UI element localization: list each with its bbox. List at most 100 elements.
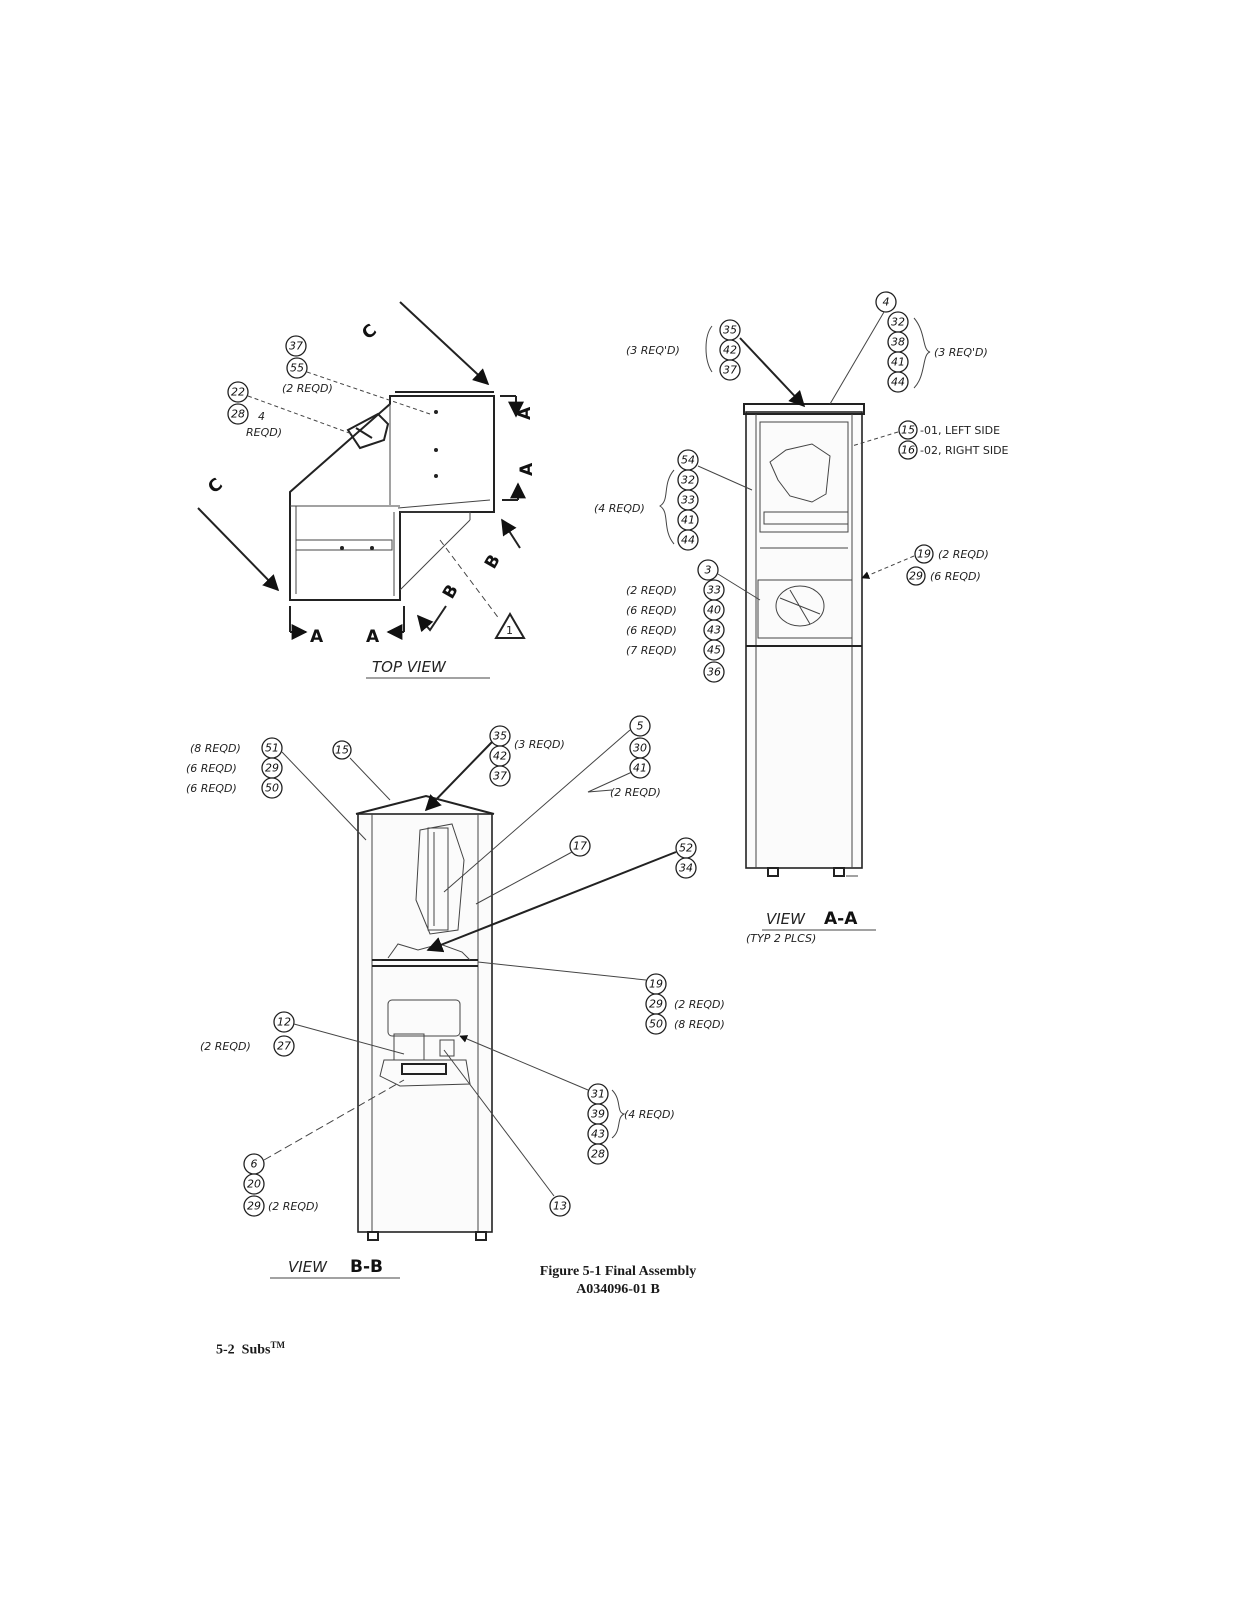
svg-text:51: 51 bbox=[265, 742, 279, 755]
note-text: (2 REQD) bbox=[268, 1200, 319, 1213]
balloon: 28 bbox=[587, 1143, 609, 1165]
top-view-bracket bbox=[346, 412, 390, 450]
note-text: (2 REQD) bbox=[674, 998, 725, 1011]
svg-text:36: 36 bbox=[707, 666, 721, 679]
balloon: 12 bbox=[273, 1011, 295, 1033]
note-text: (6 REQD) bbox=[626, 604, 677, 617]
note-text: (7 REQD) bbox=[626, 644, 677, 657]
aa-view-subtitle: (TYP 2 PLCS) bbox=[746, 932, 816, 945]
svg-text:15: 15 bbox=[901, 424, 915, 437]
balloon: 22 bbox=[227, 381, 249, 403]
svg-text:35: 35 bbox=[493, 730, 507, 743]
note-text: (4 REQD) bbox=[594, 502, 645, 515]
top-view-title: TOP VIEW bbox=[372, 658, 447, 676]
balloon: 54 bbox=[677, 449, 699, 471]
svg-text:13: 13 bbox=[553, 1200, 567, 1213]
balloon: 35 bbox=[719, 319, 741, 341]
aa-view-letters: A-A bbox=[824, 909, 858, 929]
balloon: 32 bbox=[887, 311, 909, 333]
balloon: 52 bbox=[675, 837, 697, 859]
note-text: (2 REQD) bbox=[610, 786, 661, 799]
svg-text:55: 55 bbox=[290, 362, 304, 375]
note-text: (3 REQ'D) bbox=[626, 344, 680, 357]
svg-text:33: 33 bbox=[707, 584, 721, 597]
balloon: 19 bbox=[914, 544, 934, 564]
section-mark-a-3: A bbox=[310, 627, 324, 647]
svg-text:37: 37 bbox=[723, 364, 737, 377]
svg-text:22: 22 bbox=[231, 386, 245, 399]
bb-cabinet-top bbox=[355, 794, 495, 815]
top-view-cabinet-outline bbox=[289, 395, 495, 601]
svg-text:38: 38 bbox=[891, 336, 905, 349]
balloon: 19 bbox=[645, 973, 667, 995]
svg-text:5: 5 bbox=[637, 720, 644, 733]
svg-text:17: 17 bbox=[573, 840, 587, 853]
bb-view-title: VIEW bbox=[288, 1258, 328, 1276]
balloon: 5 bbox=[629, 715, 651, 737]
product-name: Subs bbox=[241, 1342, 271, 1358]
balloon: 31 bbox=[587, 1083, 609, 1105]
balloon: 3 bbox=[697, 559, 719, 581]
svg-text:4: 4 bbox=[883, 296, 890, 309]
balloon: 55 bbox=[286, 357, 308, 379]
svg-text:41: 41 bbox=[633, 762, 647, 775]
balloon: 29 bbox=[243, 1195, 265, 1217]
side-note-left: -01, LEFT SIDE bbox=[920, 424, 1000, 437]
figure-title: Figure 5-1 Final Assembly bbox=[539, 1264, 697, 1279]
aa-cabinet bbox=[745, 411, 863, 869]
balloon: 42 bbox=[489, 745, 511, 767]
svg-text:40: 40 bbox=[707, 604, 721, 617]
balloon: 28 bbox=[227, 403, 249, 425]
balloon: 30 bbox=[629, 737, 651, 759]
svg-text:45: 45 bbox=[707, 644, 721, 657]
balloon: 41 bbox=[677, 509, 699, 531]
svg-text:20: 20 bbox=[247, 1178, 261, 1191]
balloon: 16 bbox=[898, 440, 918, 460]
figure-number: A034096-01 B bbox=[576, 1282, 660, 1297]
svg-text:6: 6 bbox=[251, 1158, 258, 1171]
section-mark-b-1: B bbox=[481, 551, 505, 572]
svg-text:50: 50 bbox=[265, 782, 279, 795]
svg-text:41: 41 bbox=[891, 356, 905, 369]
note-text: (3 REQD) bbox=[514, 738, 565, 751]
balloon: 27 bbox=[273, 1035, 295, 1057]
balloon: 44 bbox=[677, 529, 699, 551]
bb-view-letters: B-B bbox=[350, 1257, 383, 1277]
note-triangle bbox=[494, 612, 526, 639]
balloon: 17 bbox=[569, 835, 591, 857]
balloon: 37 bbox=[285, 335, 307, 357]
view-b-b: 51 29 50 (8 REQD) (6 REQD) (6 REQD) 15 3… bbox=[186, 715, 725, 1279]
balloon: 4 bbox=[875, 291, 897, 313]
note-text: (8 REQD) bbox=[190, 742, 241, 755]
balloon: 36 bbox=[703, 661, 725, 683]
note-text: (6 REQD) bbox=[186, 762, 237, 775]
section-mark-a-2: A bbox=[517, 462, 537, 476]
page-footer: 5-2 SubsTM bbox=[216, 1340, 285, 1359]
balloon: 39 bbox=[587, 1103, 609, 1125]
balloon: 50 bbox=[645, 1013, 667, 1035]
svg-text:41: 41 bbox=[681, 514, 695, 527]
svg-text:37: 37 bbox=[289, 340, 303, 353]
svg-text:35: 35 bbox=[723, 324, 737, 337]
balloon: 45 bbox=[703, 639, 725, 661]
section-mark-c-2: C bbox=[204, 474, 226, 497]
svg-text:50: 50 bbox=[649, 1018, 663, 1031]
svg-text:42: 42 bbox=[723, 344, 737, 357]
svg-text:44: 44 bbox=[681, 534, 695, 547]
note-text: (2 REQD) bbox=[200, 1040, 251, 1053]
balloon: 29 bbox=[906, 566, 926, 586]
view-a-a: (3 REQ'D) 35 42 37 4 32 38 41 44 (3 REQ'… bbox=[594, 291, 1009, 945]
svg-text:54: 54 bbox=[681, 454, 695, 467]
section-mark-a-4: A bbox=[366, 627, 380, 647]
top-view: A A A A B B C C 1 37 55 (2 REQD) 22 28 4… bbox=[197, 301, 537, 679]
svg-text:19: 19 bbox=[649, 978, 663, 991]
balloon: 35 bbox=[489, 725, 511, 747]
note-text: (2 REQD) bbox=[282, 382, 333, 395]
note-text: (2 REQD) bbox=[626, 584, 677, 597]
note-text: REQD) bbox=[246, 426, 282, 439]
note-text: (6 REQD) bbox=[930, 570, 981, 583]
aa-view-title: VIEW bbox=[766, 910, 806, 928]
svg-text:28: 28 bbox=[591, 1148, 605, 1161]
balloon: 20 bbox=[243, 1173, 265, 1195]
